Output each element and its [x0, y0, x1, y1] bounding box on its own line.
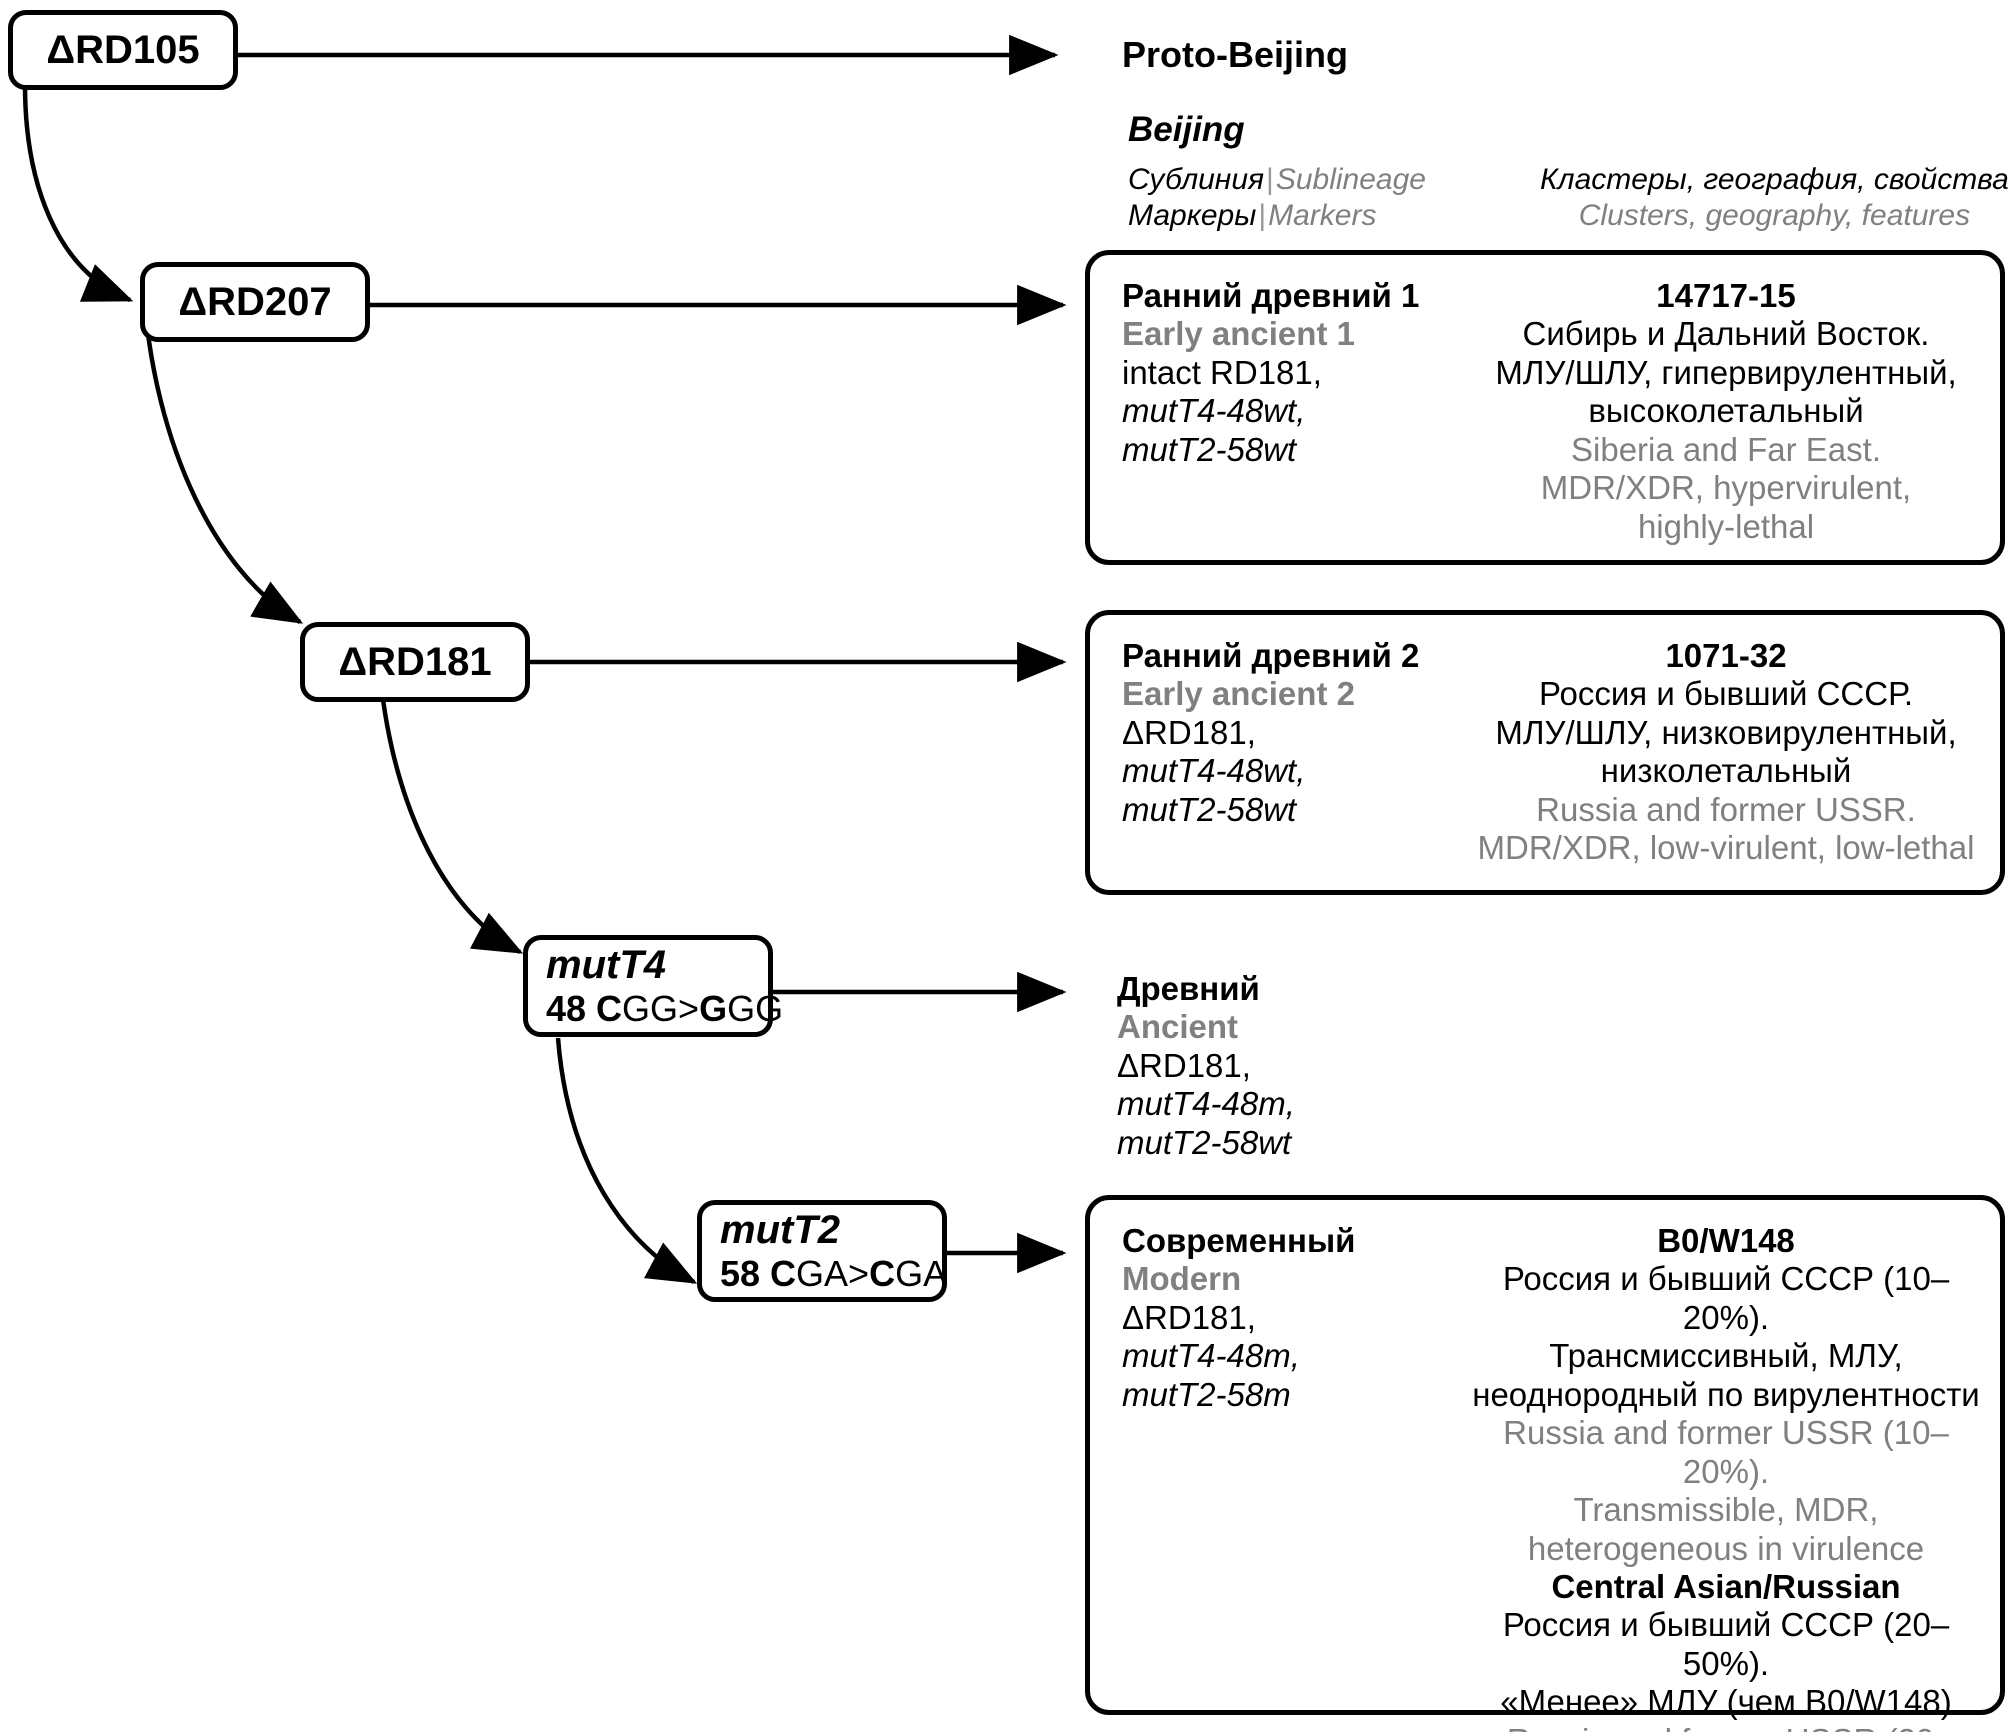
mutt2-ref-base: C: [770, 1252, 797, 1294]
legend-markers-en: Markers: [1268, 199, 1377, 232]
panel-2-marker-3: mutT2-58wt: [1122, 790, 1297, 828]
node-mutt4-mutation: 48 CGG>GGG: [546, 987, 783, 1029]
panel-2-marker-1: ΔRD181,: [1122, 713, 1256, 751]
proto-beijing-label: Proto-Beijing: [1122, 34, 1348, 75]
mutt2-alt-rest: GA: [895, 1252, 948, 1294]
panel-1-marker-3: mutT2-58wt: [1122, 430, 1297, 468]
panel-2-cluster-column: 1071-32 Россия и бывший СССР. МЛУ/ШЛУ, н…: [1470, 637, 1982, 868]
panel-4-a-features-ru-2: неоднородный по вирулентности: [1472, 1375, 1980, 1413]
panel-1-features-ru-1: МЛУ/ШЛУ, гипервирулентный,: [1495, 353, 1957, 391]
panel-2-features-en-1: MDR/XDR, low-virulent, low-lethal: [1477, 829, 1975, 867]
panel-3-marker-2: mutT4-48m,: [1117, 1085, 1295, 1123]
panel-3-name-ru: Древний: [1117, 970, 1260, 1007]
legend-markers-ru: Маркеры: [1128, 199, 1257, 232]
panel-1-cluster: 14717-15: [1656, 277, 1796, 314]
legend-sublineage-en: Sublineage: [1275, 163, 1426, 196]
mutt4-ref-rest: GG>: [622, 987, 700, 1029]
panel-4-b-geography-en: Russia and former USSR (20-50%).: [1470, 1722, 1982, 1732]
node-mutt2[interactable]: mutT2 58 CGA>CGA: [697, 1200, 947, 1302]
panel-1-marker-1: intact RD181,: [1122, 353, 1322, 391]
panel-1-features-en-1: MDR/XDR, hypervirulent,: [1540, 469, 1912, 507]
panel-4-cluster-b: Central Asian/Russian: [1551, 1567, 1901, 1605]
panel-4-a-geography-en: Russia and former USSR (10–20%).: [1503, 1414, 1949, 1490]
panel-early-ancient-2[interactable]: Ранний древний 2 Early ancient 2 ΔRD181,…: [1085, 610, 2005, 895]
legend-title: Beijing: [1128, 110, 1245, 149]
panel-1-name-en: Early ancient 1: [1122, 315, 1355, 353]
legend-markers-row: Маркеры|Markers: [1128, 198, 1426, 234]
mutt4-alt-base: G: [699, 987, 728, 1029]
panel-1-name-ru: Ранний древний 1: [1122, 277, 1420, 314]
legend-separator: |: [1266, 163, 1274, 196]
node-mutt2-mutation: 58 CGA>CGA: [720, 1252, 947, 1294]
panel-4-a-features-en-2: heterogeneous in virulence: [1527, 1529, 1925, 1567]
panel-4-a-features-en-1: Transmissible, MDR,: [1573, 1491, 1879, 1529]
panel-3-marker-3: mutT2-58wt: [1117, 1123, 1292, 1161]
legend-sublineage-row: Сублиния|Sublineage: [1128, 162, 1426, 198]
panel-2-name-en: Early ancient 2: [1122, 675, 1355, 713]
panel-2-geography-en: Russia and former USSR.: [1536, 790, 1916, 828]
legend-clusters: Кластеры, география, свойства Clusters, …: [1540, 162, 2009, 234]
mutt2-pos: 58: [720, 1252, 771, 1294]
panel-4-marker-1: ΔRD181,: [1122, 1298, 1256, 1336]
panel-4-name-en: Modern: [1122, 1260, 1242, 1298]
panel-4-a-features-ru-1: Трансмиссивный, МЛУ,: [1549, 1337, 1903, 1375]
mutt2-alt-base: C: [869, 1252, 896, 1294]
legend-clusters-ru: Кластеры, география, свойства: [1540, 163, 2009, 196]
node-mutt4[interactable]: mutT4 48 CGG>GGG: [523, 935, 783, 1037]
legend-clusters-en: Clusters, geography, features: [1578, 199, 1971, 232]
panel-1-marker-2: mutT4-48wt,: [1122, 392, 1306, 430]
panel-3-name-en: Ancient: [1117, 1008, 1239, 1046]
panel-4-sublineage-column: Современный Modern ΔRD181, mutT4-48m, mu…: [1122, 1222, 1482, 1414]
panel-4-b-features-ru-1: «Менее» МЛУ (чем B0/W148): [1500, 1683, 1952, 1721]
mutt4-pos: 48: [546, 987, 597, 1029]
panel-4-marker-3: mutT2-58m: [1122, 1375, 1291, 1413]
panel-4-cluster-a: B0/W148: [1657, 1222, 1795, 1259]
node-rd207[interactable]: ΔRD207: [140, 262, 370, 342]
panel-4-marker-2: mutT4-48m,: [1122, 1337, 1300, 1375]
mutt4-alt-rest: GG: [727, 987, 784, 1029]
mutt4-ref-base: C: [596, 987, 623, 1029]
panel-2-name-ru: Ранний древний 2: [1122, 637, 1420, 674]
legend-separator-2: |: [1258, 199, 1267, 232]
edge-rd105-to-rd207: [22, 84, 134, 303]
node-rd207-label: ΔRD207: [178, 279, 332, 324]
panel-4-cluster-column: B0/W148 Россия и бывший СССР (10–20%). Т…: [1470, 1222, 1982, 1732]
panel-4-b-geography-ru: Россия и бывший СССР (20–50%).: [1502, 1606, 1950, 1682]
panel-4-a-geography-ru: Россия и бывший СССР (10–20%).: [1502, 1260, 1950, 1336]
panel-2-cluster: 1071-32: [1665, 637, 1787, 674]
panel-1-features-ru-2: высоколетальный: [1588, 392, 1864, 430]
panel-modern[interactable]: Современный Modern ΔRD181, mutT4-48m, mu…: [1085, 1195, 2005, 1732]
panel-3-marker-1: ΔRD181,: [1117, 1046, 1251, 1084]
panel-1-sublineage-column: Ранний древний 1 Early ancient 1 intact …: [1122, 277, 1482, 469]
node-rd181[interactable]: ΔRD181: [300, 622, 530, 702]
panel-1-geography-ru: Сибирь и Дальний Восток.: [1522, 315, 1930, 353]
panel-1-cluster-column: 14717-15 Сибирь и Дальний Восток. МЛУ/ШЛ…: [1470, 277, 1982, 546]
legend-sublineage-ru: Сублиния: [1128, 163, 1265, 196]
legend-sublineage-markers: Сублиния|Sublineage Маркеры|Markers: [1128, 162, 1426, 234]
panel-2-sublineage-column: Ранний древний 2 Early ancient 2 ΔRD181,…: [1122, 637, 1482, 829]
panel-ancient: Древний Ancient ΔRD181, mutT4-48m, mutT2…: [1085, 958, 2005, 1161]
panel-2-geography-ru: Россия и бывший СССР.: [1538, 675, 1914, 713]
panel-2-features-ru-2: низколетальный: [1600, 752, 1852, 790]
node-rd105-label: ΔRD105: [46, 27, 200, 72]
panel-2-marker-2: mutT4-48wt,: [1122, 752, 1306, 790]
panel-1-features-en-2: highly-lethal: [1637, 507, 1815, 545]
node-mutt4-gene: mutT4: [546, 943, 666, 988]
node-rd181-label: ΔRD181: [338, 639, 492, 684]
edge-mutt4-to-mutt2: [555, 1037, 698, 1284]
panel-1-geography-en: Siberia and Far East.: [1571, 430, 1881, 468]
panel-3-sublineage-column: Древний Ancient ΔRD181, mutT4-48m, mutT2…: [1117, 970, 1477, 1162]
panel-2-features-ru-1: МЛУ/ШЛУ, низковирулентный,: [1495, 713, 1957, 751]
panel-4-name-ru: Современный: [1122, 1222, 1356, 1259]
panel-early-ancient-1[interactable]: Ранний древний 1 Early ancient 1 intact …: [1085, 250, 2005, 565]
mutt2-ref-rest: GA>: [796, 1252, 870, 1294]
node-mutt2-gene: mutT2: [720, 1208, 840, 1253]
node-rd105[interactable]: ΔRD105: [8, 10, 238, 90]
